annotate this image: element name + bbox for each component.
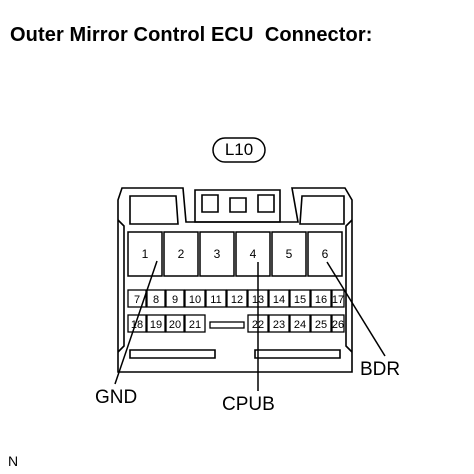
- pin-label: 19: [150, 319, 162, 331]
- bdr-leader-line: [326, 261, 386, 357]
- pin-label: 23: [273, 319, 285, 331]
- pin-label: 7: [134, 294, 140, 306]
- pin-label: 12: [231, 294, 243, 306]
- pin-label: 4: [250, 247, 257, 261]
- pin-label: 16: [315, 294, 327, 306]
- pin-label: 20: [169, 319, 181, 331]
- connector-id-oval: [212, 137, 266, 163]
- pin-label: 14: [273, 294, 285, 306]
- gnd-label: GND: [95, 387, 137, 408]
- pin-label: 8: [153, 294, 159, 306]
- pin-label: 6: [322, 247, 329, 261]
- figure-code: N: [8, 453, 18, 469]
- pin-labels-middle: 7 8 9 10 11 12 13 14 15 16 17: [134, 294, 344, 306]
- pin-label: 3: [214, 247, 221, 261]
- pin-label: 24: [294, 319, 306, 331]
- cpub-label: CPUB: [222, 394, 275, 415]
- pin-labels-bottom: 18 19 20 21 22 23 24 25 26: [131, 319, 344, 331]
- pin-label: 11: [210, 294, 221, 306]
- pin-label: 5: [286, 247, 293, 261]
- leader-lines: [114, 260, 386, 391]
- pin-label: 2: [178, 247, 185, 261]
- pin-label: 17: [332, 294, 344, 306]
- pin-labels-top: 1 2 3 4 5 6: [142, 247, 329, 261]
- diagram-title: Outer Mirror Control ECU Connector:: [10, 24, 373, 46]
- pin-label: 25: [315, 319, 327, 331]
- bdr-label: BDR: [360, 359, 400, 380]
- pin-row-middle: [127, 289, 345, 308]
- pin-label: 15: [294, 294, 306, 306]
- pin-label: 10: [189, 294, 201, 306]
- gnd-leader-line: [114, 260, 158, 385]
- pin-label: 9: [172, 294, 178, 306]
- connector-id: L10: [225, 140, 253, 159]
- pin-label: 26: [332, 319, 344, 331]
- pin-row-top: [127, 231, 343, 277]
- pin-label: 1: [142, 247, 149, 261]
- connector-housing: [117, 187, 353, 373]
- pin-label: 21: [189, 319, 201, 331]
- pin-row-bottom: [127, 314, 345, 333]
